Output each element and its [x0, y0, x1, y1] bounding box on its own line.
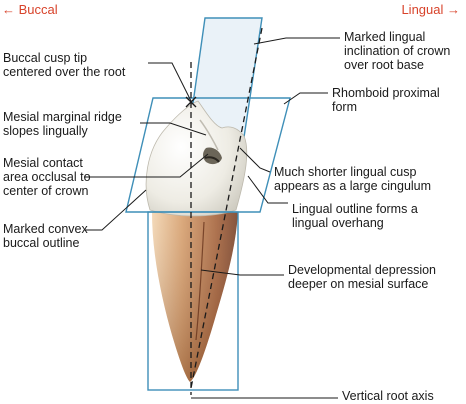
leader-lingual-overhang: [247, 175, 288, 204]
leader-lingual-inclination: [253, 37, 340, 45]
leader-convex-buccal: [84, 189, 147, 231]
crown-groove: [199, 119, 219, 151]
leader-rhomboid: [283, 92, 328, 105]
label-convex-buccal-outline: Marked convex buccal outline: [3, 222, 88, 250]
label-developmental-depression: Developmental depression deeper on mesia…: [288, 263, 437, 291]
buccal-direction-label: ← Buccal: [2, 2, 58, 17]
leader-lingual-cusp: [239, 147, 271, 173]
rhomboid-outline: [125, 97, 291, 213]
root-shading: [152, 212, 238, 382]
leader-developmental-depression: [200, 269, 284, 276]
label-mesial-marginal-ridge: Mesial marginal ridge slopes lingually: [3, 110, 122, 138]
lingual-direction-label: Lingual →: [401, 2, 460, 17]
leader-mesial-marginal-ridge: [140, 122, 207, 136]
label-mesial-contact: Mesial contact area occlusal to center o…: [3, 156, 91, 198]
developmental-depression-line: [195, 221, 205, 341]
cusp-tip-marker: [185, 96, 197, 108]
root-rectangle: [147, 211, 239, 391]
label-rhomboid-proximal-form: Rhomboid proximal form: [332, 86, 440, 114]
label-vertical-root-axis: Vertical root axis: [342, 389, 434, 403]
leader-buccal-cusp-tip: [148, 62, 192, 102]
label-lingual-inclination: Marked lingual inclination of crown over…: [344, 30, 451, 72]
label-lingual-overhang: Lingual outline forms a lingual overhang: [292, 202, 418, 230]
leader-lines: [84, 37, 340, 399]
label-lingual-cusp: Much shorter lingual cusp appears as a l…: [274, 165, 432, 193]
crown-shape: [145, 100, 248, 217]
label-buccal-cusp-tip: Buccal cusp tip centered over the root: [3, 51, 126, 79]
inclined-axis-line: [190, 27, 263, 389]
leader-mesial-contact: [84, 153, 209, 178]
mesial-contact-highlight: [204, 156, 220, 163]
